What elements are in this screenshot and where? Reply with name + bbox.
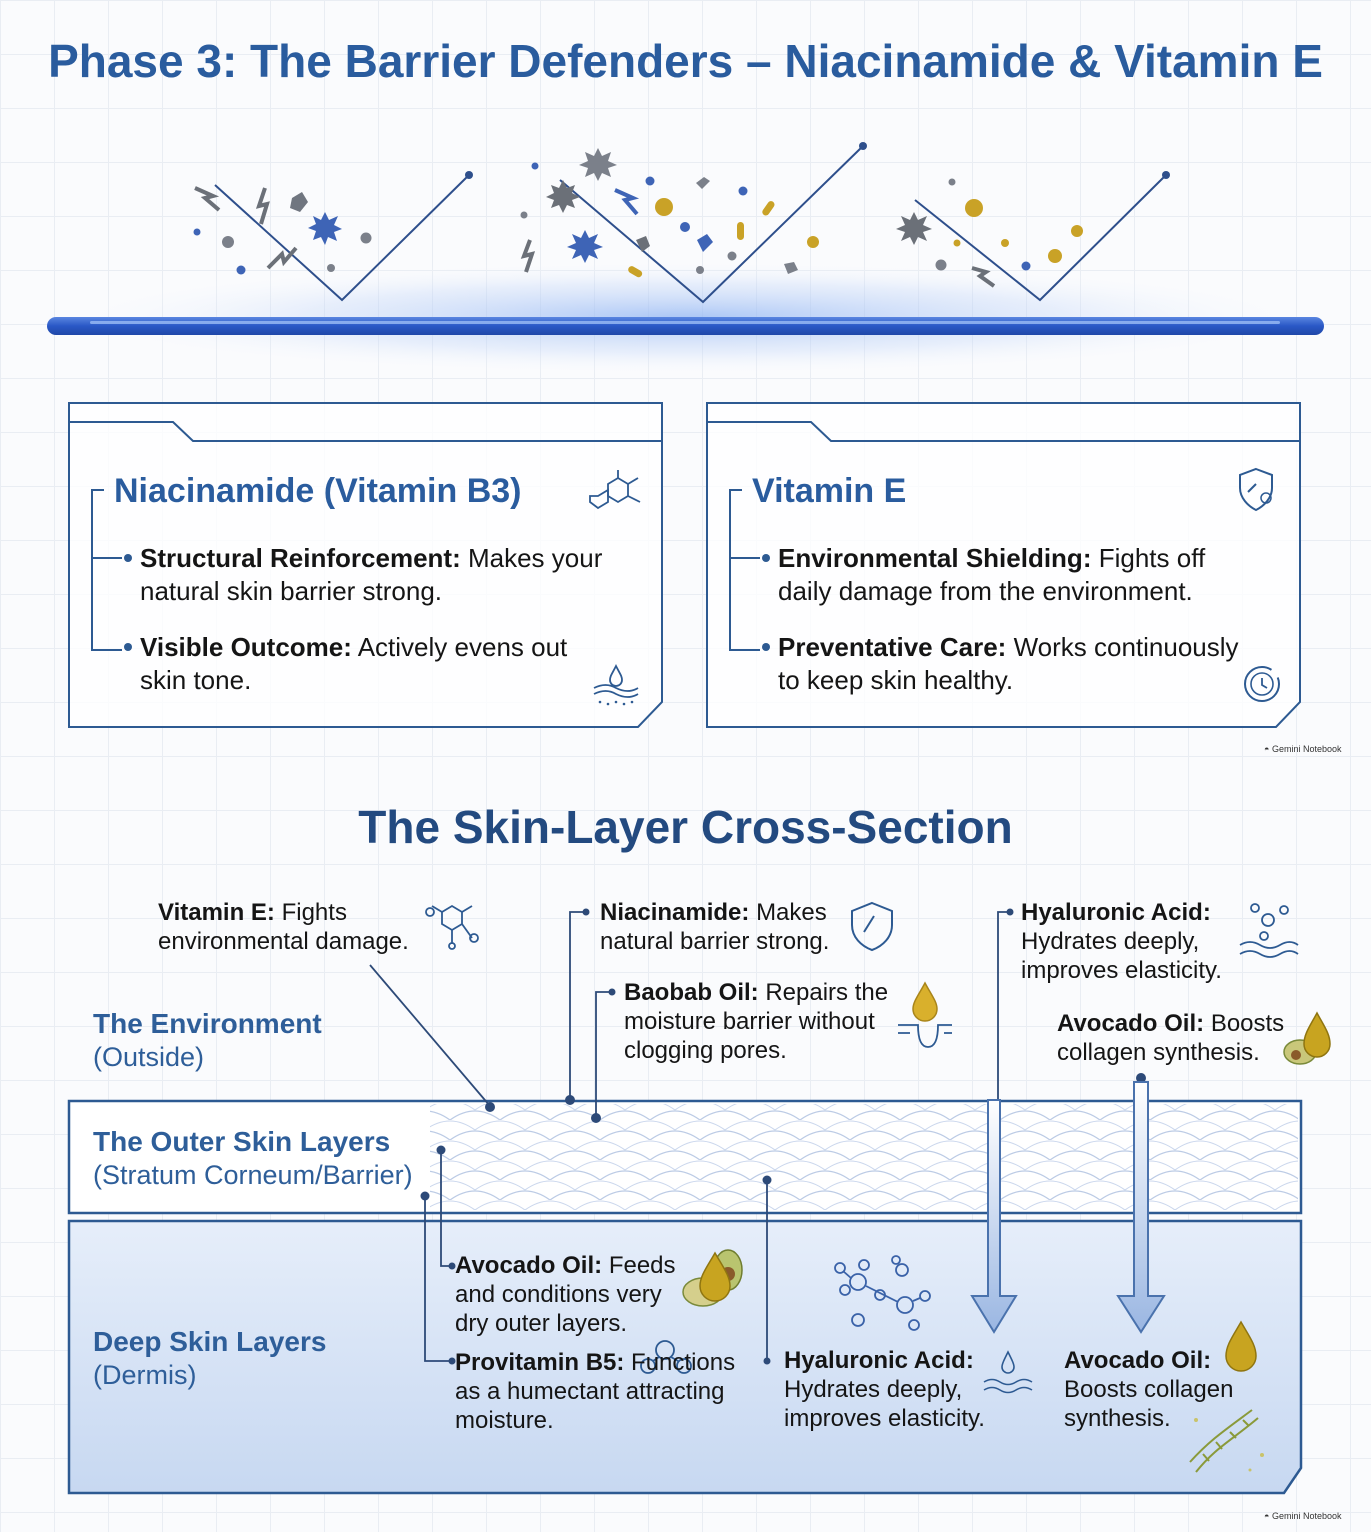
point-text: Fights off daily damage from the environ…	[778, 543, 1206, 606]
shield-icon	[851, 901, 893, 952]
annotation-niacinamide: Niacinamide: Makes natural barrier stron…	[600, 898, 845, 956]
deflection-line-right	[914, 174, 1167, 302]
hyaluronic-molecule-icon	[1239, 903, 1299, 958]
annotation-hyaluronic-top: Hyaluronic Acid: Hydrates deeply, improv…	[1021, 898, 1241, 985]
card-point: Structural Reinforcement: Makes your nat…	[140, 542, 620, 608]
deflection-paths	[214, 145, 1167, 304]
card-heading: Vitamin E	[752, 472, 907, 510]
annotation-text: Fights environmental damage.	[158, 899, 409, 955]
water-drop-icon	[983, 1350, 1033, 1394]
annotation-text: Repairs the moisture barrier without clo…	[624, 979, 889, 1064]
point-text: Works continuously to keep skin healthy.	[778, 632, 1239, 695]
sparkle-icons	[1194, 1418, 1264, 1472]
annotation-text: Boosts collagen synthesis.	[1064, 1376, 1234, 1432]
annotation-label: Niacinamide:	[600, 899, 750, 926]
section-title: The Skin-Layer Cross-Section	[358, 801, 1013, 853]
layer-subtitle-deep: (Dermis)	[93, 1360, 197, 1390]
annotation-text: Feeds and conditions very dry outer laye…	[455, 1252, 676, 1337]
oil-drop-icon-deep	[1225, 1320, 1257, 1372]
annotation-avocado-feed: Avocado Oil: Feeds and conditions very d…	[455, 1251, 695, 1338]
point-label: Structural Reinforcement:	[140, 543, 461, 573]
deflection-line-center	[559, 145, 864, 304]
annotation-leader-lines	[369, 911, 768, 1362]
barrier-deflection-illustration	[45, 142, 1325, 376]
card-point: Environmental Shielding: Fights off dail…	[778, 542, 1258, 608]
annotation-text: Boosts collagen synthesis.	[1057, 1010, 1285, 1066]
layer-title-deep: Deep Skin Layers	[93, 1326, 327, 1357]
annotation-label: Baobab Oil:	[624, 979, 759, 1006]
watermark: ◓ Gemini Notebook	[1264, 1511, 1342, 1521]
annotation-label: Provitamin B5:	[455, 1349, 625, 1376]
provitamin-molecule-icon	[640, 1340, 692, 1374]
annotation-avocado-deep: Avocado Oil: Boosts collagen synthesis.	[1064, 1346, 1264, 1433]
pollutant-particles	[193, 148, 1083, 288]
molecule-icon	[425, 904, 479, 950]
card-point: Preventative Care: Works continuously to…	[778, 631, 1258, 697]
avocado-drop-icon	[1283, 1011, 1331, 1065]
annotation-text: Makes natural barrier strong.	[600, 899, 830, 955]
penetration-arrow-hyaluronic	[970, 911, 1018, 1334]
annotation-text: Hydrates deeply, improves elasticity.	[1021, 928, 1222, 984]
annotation-label: Avocado Oil:	[1064, 1347, 1212, 1374]
annotation-text: Functions as a humectant attracting mois…	[455, 1349, 736, 1434]
watermark-text: Gemini Notebook	[1271, 1511, 1342, 1521]
annotation-label: Vitamin E:	[158, 899, 275, 926]
annotation-label: Avocado Oil:	[455, 1252, 603, 1279]
annotation-text: Hydrates deeply, improves elasticity.	[784, 1376, 985, 1432]
oil-drop-icon	[898, 981, 952, 1048]
layer-subtitle-environment: (Outside)	[93, 1042, 205, 1072]
layer-title-outer: The Outer Skin Layers	[93, 1126, 391, 1157]
point-label: Visible Outcome:	[140, 632, 352, 662]
card-niacinamide: Niacinamide (Vitamin B3) Structural Rein…	[68, 402, 664, 728]
card-frame	[706, 402, 1301, 728]
skin-layers-diagram	[67, 901, 1331, 1495]
layer-title-environment: The Environment	[93, 1008, 322, 1039]
card-vitamin-e: Vitamin E Environmental Shielding: Fight…	[706, 402, 1302, 728]
penetration-arrow-avocado	[1116, 1081, 1166, 1334]
annotation-avocado-top: Avocado Oil: Boosts collagen synthesis.	[1057, 1009, 1302, 1067]
skin-droplet-icon	[593, 663, 639, 706]
watermark-text: Gemini Notebook	[1271, 744, 1342, 754]
point-text: Actively evens out skin tone.	[140, 632, 568, 695]
card-frame	[68, 402, 663, 728]
avocado-icon-deep	[682, 1249, 743, 1307]
layer-subtitle-outer: (Stratum Corneum/Barrier)	[93, 1160, 413, 1190]
shield-icon	[1239, 467, 1273, 512]
barrier-line	[47, 317, 1324, 335]
annotation-label: Hyaluronic Acid:	[1021, 899, 1211, 926]
molecule-icon	[589, 470, 641, 510]
annotation-provitamin-b5: Provitamin B5: Functions as a humectant …	[455, 1348, 755, 1435]
dna-collagen-icon	[1189, 1409, 1259, 1473]
deflection-line-left	[214, 174, 470, 302]
annotation-label: Avocado Oil:	[1057, 1010, 1205, 1037]
card-point: Visible Outcome: Actively evens out skin…	[140, 631, 620, 697]
point-label: Environmental Shielding:	[778, 543, 1092, 573]
annotation-baobab: Baobab Oil: Repairs the moisture barrier…	[624, 978, 909, 1065]
point-label: Preventative Care:	[778, 632, 1007, 662]
point-text: Makes your natural skin barrier strong.	[140, 543, 603, 606]
annotation-hyaluronic-deep: Hyaluronic Acid: Hydrates deeply, improv…	[784, 1346, 1004, 1433]
annotation-label: Hyaluronic Acid:	[784, 1347, 974, 1374]
card-heading: Niacinamide (Vitamin B3)	[114, 472, 522, 510]
watermark: ◓ Gemini Notebook	[1264, 744, 1342, 754]
molecule-cluster-icon	[834, 1255, 931, 1331]
clock-icon	[1244, 666, 1280, 702]
page-title: Phase 3: The Barrier Defenders – Niacina…	[48, 35, 1323, 87]
annotation-vitamin-e: Vitamin E: Fights environmental damage.	[158, 898, 428, 956]
